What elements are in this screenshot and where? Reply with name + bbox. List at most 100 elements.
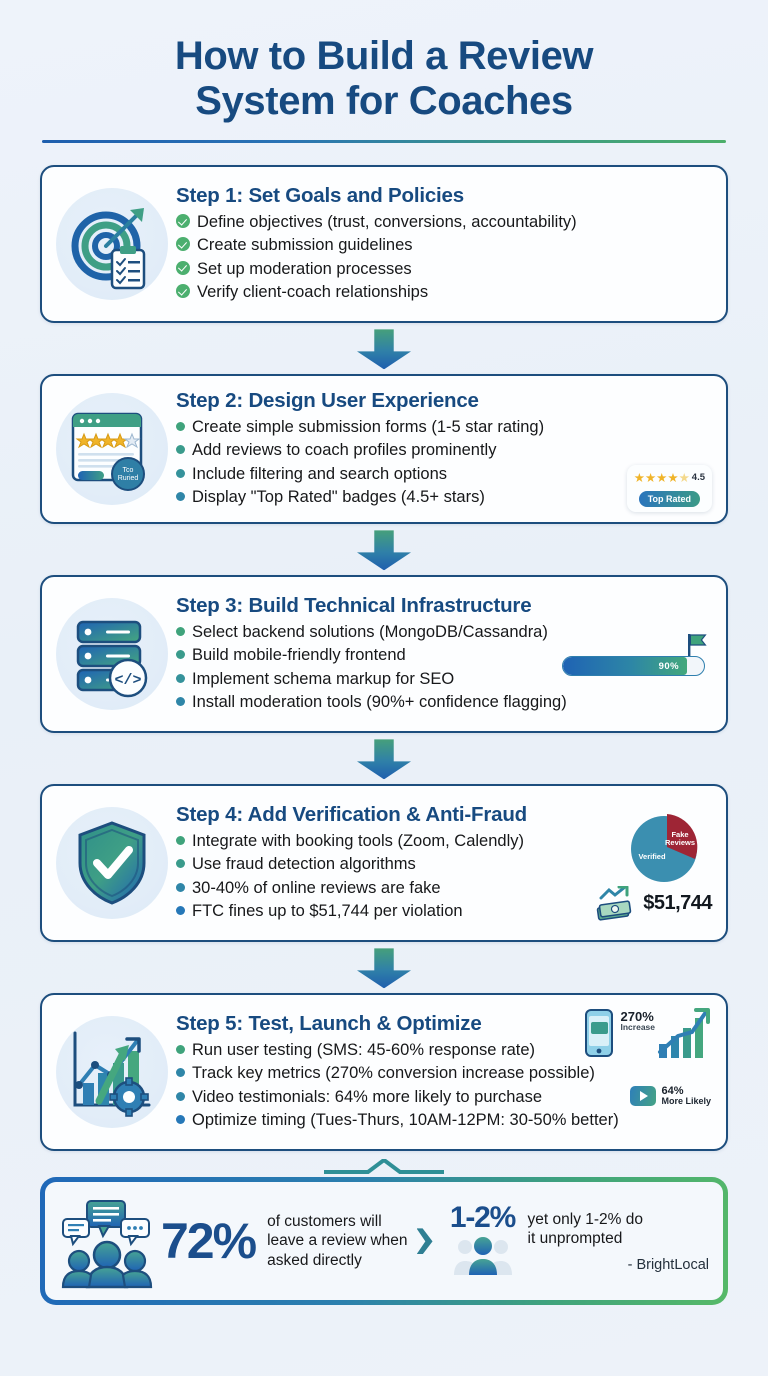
step-5-title: Step 5: Test, Launch & Optimize [176,1012,482,1036]
pie-label-verified: Verified [638,852,666,861]
step-2-title: Step 2: Design User Experience [176,389,479,413]
step-4-title: Step 4: Add Verification & Anti-Fraud [176,803,527,827]
list-item: Add reviews to coach profiles prominentl… [176,439,712,462]
list-item: Include filtering and search options [176,463,712,486]
progress-value-label: 90% [658,660,680,672]
bullet-text: Build mobile-friendly frontend [192,646,406,665]
cash-stack-icon [596,885,632,921]
bullet-text: Video testimonials: 64% more likely to p… [192,1087,543,1106]
primary-stat-percentage: 72% [161,1213,257,1270]
secondary-stat-description: yet only 1-2% do it unprompted [528,1210,709,1250]
step-4-icon-area [52,804,172,922]
check-circle-icon [176,260,190,275]
step-1-title: Step 1: Set Goals and Policies [176,184,464,208]
bullet-text: Display "Top Rated" badges (4.5+ stars) [192,488,485,507]
target-clipboard-icon [56,188,168,301]
growth-bar-chart-icon [658,1008,710,1059]
video-percentage: 64% [661,1084,684,1097]
people-group-icon [453,1236,512,1275]
ftc-fine-amount: $51,744 [643,892,712,915]
connector-5-to-footer [40,1159,728,1175]
pie-label-fake-1: Fake [671,830,688,839]
play-triangle-icon [640,1090,649,1101]
progress-bar-track: 90% [562,656,705,677]
list-item: Track key metrics (270% conversion incre… [176,1062,712,1085]
list-item: Display "Top Rated" badges (4.5+ stars) [176,486,712,509]
bullet-text: Define objectives (trust, conversions, a… [197,213,577,232]
mobile-review-icon [584,1009,613,1058]
svg-text:Tco: Tco [123,467,134,474]
list-item: Run user testing (SMS: 45-60% response r… [176,1039,712,1062]
connector-4-to-5 [40,948,728,989]
list-item: Select backend solutions (MongoDB/Cassan… [176,621,712,644]
list-item: Set up moderation processes [176,258,712,281]
progress-bar-fill: 90% [563,657,688,676]
step-2-icon-area: Tco Ruried [52,390,172,508]
shield-check-icon [56,807,168,920]
bullet-text: Optimize timing (Tues-Thurs, 10AM-12PM: … [192,1111,619,1130]
connector-3-to-4 [40,739,728,780]
list-item: Install moderation tools (90%+ confidenc… [176,691,712,714]
arrow-down-icon [357,948,411,989]
bullet-text: Install moderation tools (90%+ confidenc… [192,693,567,712]
bullet-text: Create submission guidelines [197,236,413,255]
star-rating-icon: ★★★★★ [633,470,690,485]
list-item: Use fraud detection algorithms [176,853,712,876]
header-divider [42,140,726,144]
video-testimonial-widget: 64% More Likely [630,1085,711,1107]
bullet-dot-icon [176,1115,185,1125]
check-circle-icon [176,214,190,229]
list-item: Optimize timing (Tues-Thurs, 10AM-12PM: … [176,1109,712,1132]
bullet-dot-icon [176,882,185,892]
bullet-dot-icon [176,627,185,637]
secondary-stat-line-2: it unprompted [527,1230,623,1248]
step-4-body: Step 4: Add Verification & Anti-Fraud In… [172,803,712,924]
list-item: Build mobile-friendly frontend [176,644,712,667]
bullet-text: Add reviews to coach profiles prominentl… [192,441,497,460]
bullet-dot-icon [176,492,185,502]
check-circle-icon [176,237,190,252]
step-1-icon-area [52,185,172,303]
svg-text:Ruried: Ruried [118,475,139,482]
growth-percentage: 270% [620,1009,654,1025]
source-attribution: - BrightLocal [627,1257,709,1274]
chevron-up-connector-icon [324,1159,444,1175]
bullet-text: Include filtering and search options [192,464,447,483]
step-3-title: Step 3: Build Technical Infrastructure [176,594,532,618]
play-button-icon [630,1085,657,1106]
step-3-body: Step 3: Build Technical Infrastructure S… [172,594,712,715]
svg-text:</>: </> [114,672,141,689]
arrow-down-icon [357,530,411,571]
page-title-line-2: System for Coaches [195,79,573,124]
bullet-dot-icon [176,697,185,707]
bullet-dot-icon [176,1045,185,1055]
list-item: Create submission guidelines [176,234,712,257]
step-card-2: Tco Ruried Step 2: Design User Experienc… [40,374,728,525]
chevron-right-icon [416,1228,433,1255]
confidence-progress-widget: 90% [562,634,710,678]
primary-stat-line-3: asked directly [267,1252,362,1270]
footer-secondary-stat: 1-2% yet only 1-2% do it unprompted - Br… [442,1201,709,1282]
bullet-dot-icon [176,906,185,916]
step-2-body: Step 2: Design User Experience Create si… [172,389,712,512]
header: How to Build a Review System for Coaches [40,0,728,144]
list-item: Create simple submission forms (1-5 star… [176,416,712,439]
primary-stat-line-2: leave a review when [267,1232,408,1250]
bullet-text: Set up moderation processes [197,259,412,278]
conversion-growth-widget: 270% Increase [582,1008,713,1060]
step-card-3: </> Step 3: Build Technical Infrastructu… [40,575,728,734]
ftc-fine-widget: $51,744 [595,885,712,922]
flag-icon [688,634,707,661]
bullet-text: Use fraud detection algorithms [192,855,416,874]
step-4-bullet-list: Integrate with booking tools (Zoom, Cale… [176,830,712,924]
arrow-down-icon [357,739,411,780]
footer-primary-stat: 72% of customers will leave a review whe… [59,1193,408,1289]
bullet-text: Verify client-coach relationships [197,283,429,302]
bullet-text: Select backend solutions (MongoDB/Cassan… [192,623,548,642]
bullet-dot-icon [176,673,185,683]
server-stack-code-icon: </> [56,598,168,711]
secondary-stat-percentage: 1-2% [449,1200,516,1234]
top-rated-pill-label: Top Rated [638,490,701,507]
bullet-dot-icon [176,1068,185,1078]
bullet-dot-icon [176,859,185,869]
